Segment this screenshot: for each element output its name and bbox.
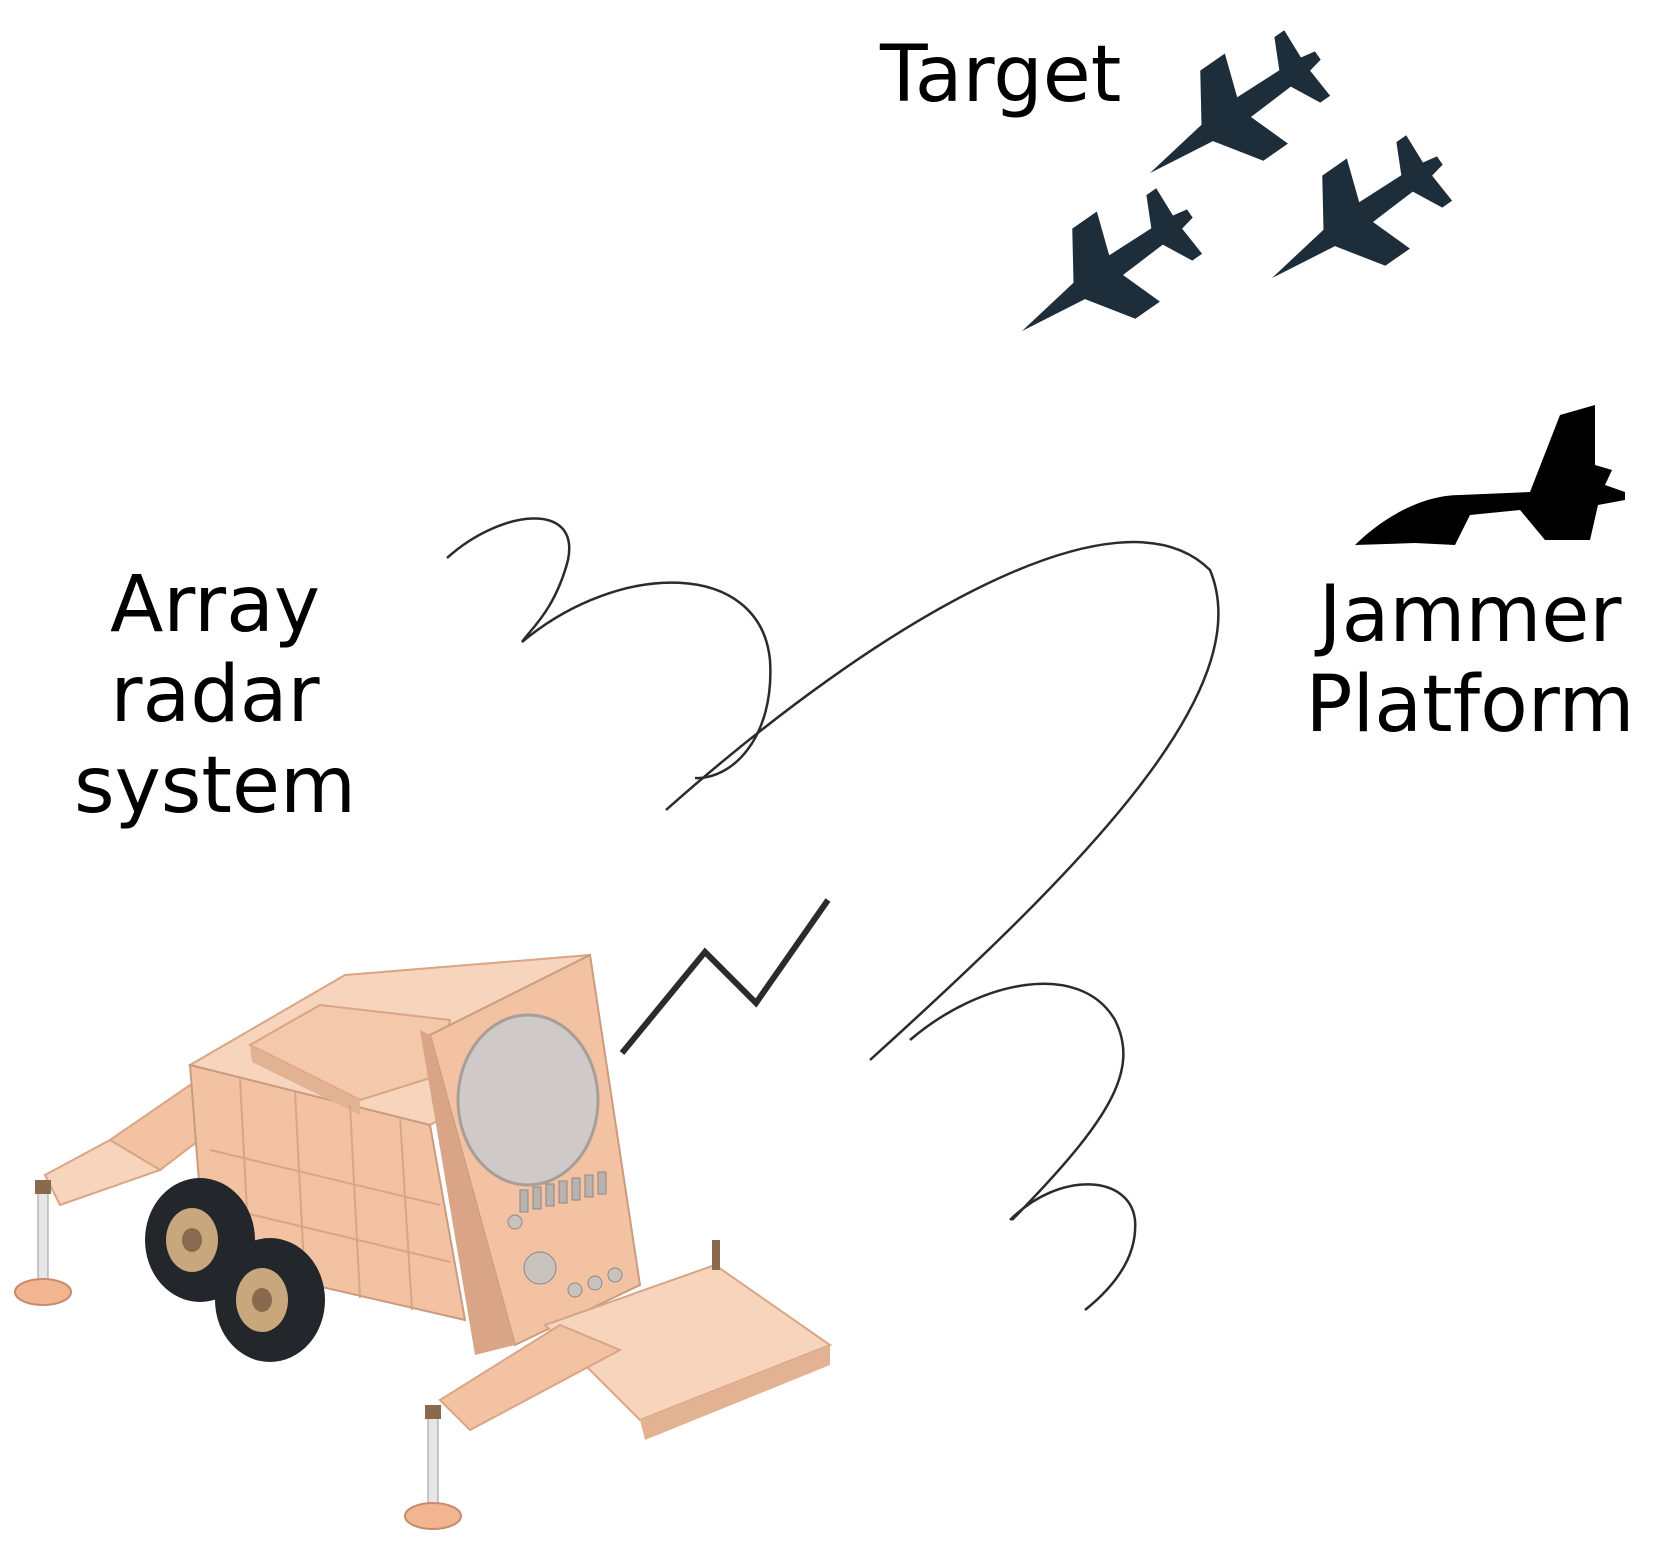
jammer-aircraft-icon	[1355, 405, 1625, 545]
target-label: Target	[880, 30, 1121, 120]
jamming-wave-lower	[1009, 1183, 1137, 1311]
jammer-label-line: Jammer	[1318, 570, 1622, 660]
wheel	[215, 1238, 325, 1362]
jammer-label: Jammer Platform	[1270, 570, 1670, 751]
fighter-jet-icon	[1149, 30, 1331, 174]
radar-label-line: Array	[109, 560, 321, 650]
radar-label-line: radar	[110, 650, 320, 741]
fighter-jet-icon	[1021, 188, 1203, 332]
radar-beam-lobe	[665, 540, 1220, 1061]
jamming-wave-upper	[446, 517, 772, 780]
radar-label-line: system	[74, 740, 356, 831]
radar-label: Array radar system	[40, 560, 390, 831]
fighter-jet-icon	[1271, 135, 1453, 279]
target-label-text: Target	[880, 30, 1122, 120]
jamming-wave-middle	[909, 982, 1125, 1221]
radar-truck-icon	[14, 953, 833, 1530]
antenna-dish	[456, 1013, 600, 1187]
jammer-label-line: Platform	[1305, 660, 1635, 751]
radar-signal-zigzag	[619, 898, 831, 1055]
